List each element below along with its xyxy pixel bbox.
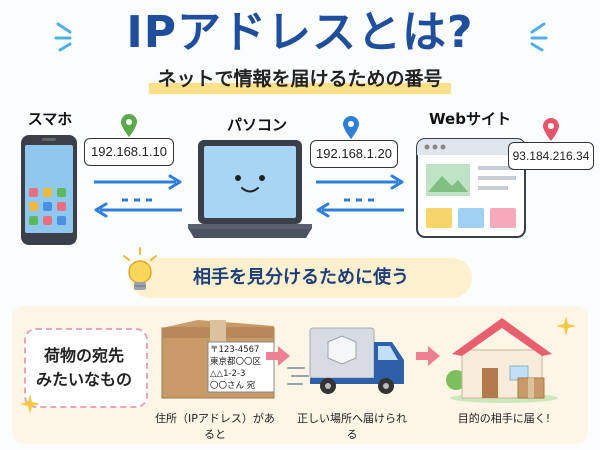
sparkle-lines-icon — [54, 22, 72, 52]
ip-address-box-smartphone: 192.168.1.10 — [84, 138, 174, 166]
address-line: 〒123-4567 — [210, 345, 260, 355]
location-pin-icon — [121, 114, 137, 137]
location-pin-icon — [343, 116, 359, 139]
ip-address-box-website: 93.184.216.34 — [508, 142, 594, 170]
bidirectional-arrows-icon — [94, 174, 182, 218]
location-pin-icon — [543, 118, 559, 141]
address-line: △△1-2-3 — [210, 369, 246, 379]
package-box-icon — [161, 320, 275, 399]
address-line: 東京都〇〇区 — [210, 357, 262, 367]
address-label: 〒123-4567 東京都〇〇区 △△1-2-3 〇〇さん 宛 — [210, 344, 274, 392]
browser-window-icon — [416, 138, 526, 238]
sparkle-icon — [556, 316, 576, 336]
device-label-pc: パソコン — [226, 116, 287, 134]
next-arrow-icon — [266, 346, 290, 366]
step-caption-3: 目的の相手に届く! — [457, 412, 551, 425]
callout-banner: 相手を見分けるために使う — [130, 258, 472, 298]
step-caption-1: 住所（IPアドレス）があると — [155, 412, 275, 441]
house-icon — [446, 318, 558, 403]
step-caption-2: 正しい場所へ届けられる — [297, 412, 407, 441]
next-arrow-icon — [416, 346, 440, 366]
page-title: IPアドレスとは? — [126, 7, 474, 58]
address-line: 〇〇さん 宛 — [210, 381, 256, 391]
sparkle-lines-icon — [530, 22, 548, 52]
smartphone-icon — [21, 135, 77, 245]
delivery-truck-icon — [287, 327, 404, 394]
analogy-line-2: みたいなもの — [35, 370, 132, 389]
bidirectional-arrows-icon — [316, 174, 404, 218]
device-label-website: Webサイト — [429, 110, 511, 128]
subtitle: ネットで情報を届けるための番号 — [0, 64, 600, 94]
laptop-icon — [188, 140, 312, 238]
sparkle-icon — [20, 394, 40, 414]
device-label-smartphone: スマホ — [27, 110, 73, 128]
ip-address-box-pc: 192.168.1.20 — [310, 140, 398, 168]
lightbulb-icon — [123, 247, 157, 290]
analogy-line-1: 荷物の宛先 — [43, 346, 124, 365]
analogy-note — [24, 328, 148, 408]
